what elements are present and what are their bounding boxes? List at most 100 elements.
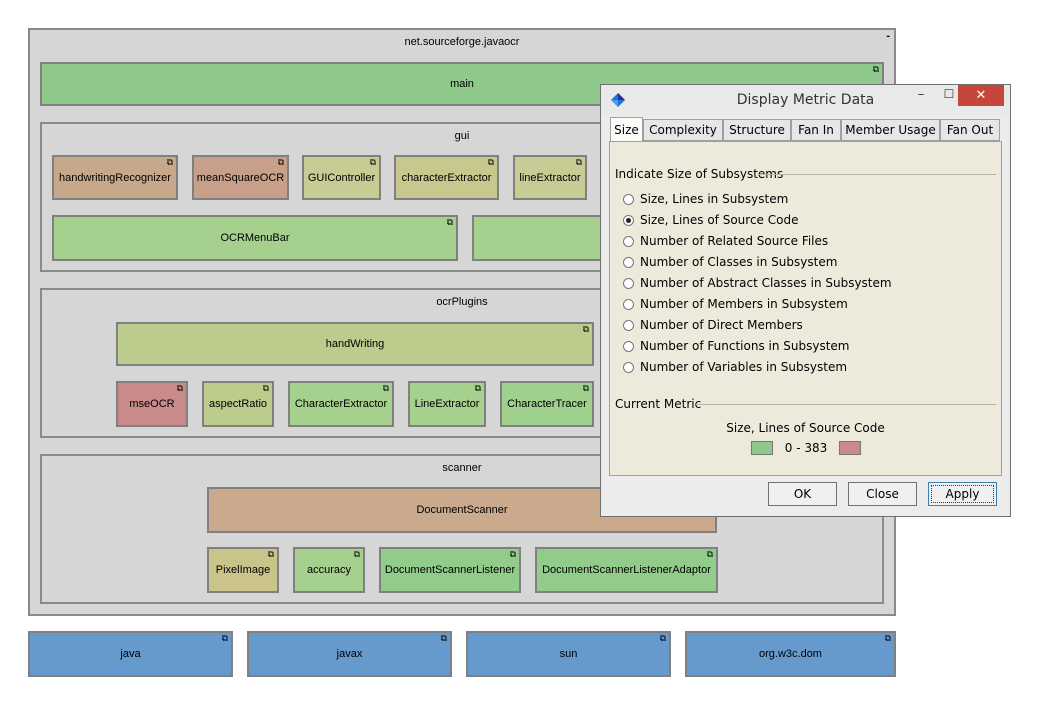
expand-icon[interactable]: ⧉ — [706, 549, 713, 559]
expand-icon[interactable]: ⧉ — [474, 383, 481, 393]
expand-icon[interactable]: ⧉ — [221, 633, 228, 643]
class-character-extractor-plugin[interactable]: CharacterExtractor ⧉ — [288, 381, 394, 427]
package-label: org.w3c.dom — [759, 648, 822, 660]
radio-circle[interactable] — [623, 361, 634, 373]
radio-circle[interactable] — [623, 340, 634, 352]
tab-label: Complexity — [649, 123, 717, 137]
class-label: meanSquareOCR — [196, 171, 285, 184]
package-sun[interactable]: sun ⧉ — [466, 631, 671, 677]
expand-icon[interactable]: ⧉ — [884, 633, 891, 643]
expand-icon[interactable]: ⧉ — [267, 549, 274, 559]
tab-complexity[interactable]: Complexity — [643, 119, 723, 141]
current-metric-label: Current Metric — [615, 397, 702, 411]
class-label: DocumentScannerListenerAdaptor — [542, 564, 711, 576]
maximize-button[interactable]: ☐ — [943, 87, 955, 101]
expand-icon[interactable]: ⧉ — [487, 157, 494, 167]
button-label: Close — [866, 487, 899, 501]
tab-member-usage[interactable]: Member Usage — [841, 119, 940, 141]
expand-icon[interactable]: ⧉ — [166, 157, 173, 167]
class-label: CharacterTracer — [507, 398, 587, 410]
tab-structure[interactable]: Structure — [723, 119, 791, 141]
expand-icon[interactable]: ⧉ — [872, 64, 879, 74]
expand-icon[interactable]: ⧉ — [382, 383, 389, 393]
radio-circle[interactable] — [623, 214, 634, 226]
class-line-extractor-plugin[interactable]: LineExtractor ⧉ — [408, 381, 486, 427]
class-aspect-ratio[interactable]: aspectRatio ⧉ — [202, 381, 274, 427]
class-label: CharacterExtractor — [294, 398, 388, 410]
radio-label: Number of Related Source Files — [640, 234, 829, 248]
package-javax[interactable]: javax ⧉ — [247, 631, 452, 677]
class-gui-controller[interactable]: GUIController ⧉ — [302, 155, 381, 200]
class-accuracy[interactable]: accuracy ⧉ — [293, 547, 365, 593]
class-ocr-menu-bar[interactable]: OCRMenuBar ⧉ — [52, 215, 458, 261]
gui-title: gui — [454, 130, 470, 142]
expand-icon[interactable]: ⧉ — [582, 324, 589, 334]
expand-icon[interactable]: ⧉ — [446, 217, 453, 227]
radio-circle[interactable] — [623, 277, 634, 289]
button-label: Apply — [945, 487, 980, 501]
class-label: characterExtractor — [401, 171, 492, 184]
radio-circle[interactable] — [623, 193, 634, 205]
class-pixel-image[interactable]: PixelImage ⧉ — [207, 547, 279, 593]
radio-circle[interactable] — [623, 235, 634, 247]
radio-classes-in-subsystem[interactable]: Number of Classes in Subsystem — [623, 254, 837, 270]
class-mse-ocr[interactable]: mseOCR ⧉ — [116, 381, 188, 427]
expand-icon[interactable]: ⧉ — [440, 633, 447, 643]
expand-icon[interactable]: ⧉ — [277, 157, 284, 167]
main-package-label: main — [450, 78, 474, 90]
java-app-icon — [611, 93, 625, 107]
expand-icon[interactable]: ⧉ — [582, 383, 589, 393]
package-label: sun — [559, 648, 578, 660]
apply-button[interactable]: Apply — [928, 482, 997, 506]
class-character-extractor[interactable]: characterExtractor ⧉ — [394, 155, 499, 200]
package-label: java — [120, 648, 141, 660]
class-character-tracer[interactable]: CharacterTracer ⧉ — [500, 381, 594, 427]
expand-icon[interactable]: ⧉ — [509, 549, 516, 559]
close-window-button[interactable]: ✕ — [958, 85, 1004, 106]
radio-variables-in-subsystem[interactable]: Number of Variables in Subsystem — [623, 359, 847, 375]
class-handwriting[interactable]: handWriting ⧉ — [116, 322, 594, 366]
expand-icon[interactable]: ⧉ — [659, 633, 666, 643]
class-mean-square-ocr[interactable]: meanSquareOCR ⧉ — [192, 155, 289, 200]
tab-fan-in[interactable]: Fan In — [791, 119, 841, 141]
expand-icon[interactable]: ⧉ — [176, 383, 183, 393]
close-button[interactable]: Close — [848, 482, 917, 506]
radio-members-in-subsystem[interactable]: Number of Members in Subsystem — [623, 296, 848, 312]
minimize-button[interactable]: – — [917, 87, 925, 102]
class-label: mseOCR — [129, 398, 175, 410]
radio-circle[interactable] — [623, 256, 634, 268]
class-label: DocumentScanner — [416, 504, 508, 516]
expand-icon[interactable]: ⧉ — [262, 383, 269, 393]
tab-fan-out[interactable]: Fan Out — [940, 119, 1000, 141]
tab-label: Fan Out — [946, 123, 994, 137]
class-hidden-gui-item[interactable] — [472, 215, 612, 261]
expand-icon[interactable]: ⧉ — [369, 157, 376, 167]
radio-circle[interactable] — [623, 298, 634, 310]
radio-label: Number of Members in Subsystem — [640, 297, 848, 311]
radio-circle[interactable] — [623, 319, 634, 331]
tab-size[interactable]: Size — [610, 117, 643, 141]
radio-abstract-classes[interactable]: Number of Abstract Classes in Subsystem — [623, 275, 892, 291]
expand-icon[interactable]: ⧉ — [575, 157, 582, 167]
class-label: aspectRatio — [208, 398, 268, 410]
class-document-scanner-listener[interactable]: DocumentScannerListener ⧉ — [379, 547, 521, 593]
dialog-title-bar[interactable]: Display Metric Data – ☐ ✕ — [601, 85, 1010, 115]
class-label: accuracy — [306, 564, 352, 576]
class-handwriting-recognizer[interactable]: handwritingRecognizer ⧉ — [52, 155, 178, 200]
class-document-scanner-listener-adaptor[interactable]: DocumentScannerListenerAdaptor ⧉ — [535, 547, 718, 593]
class-label: lineExtractor — [519, 171, 581, 184]
legend-high-swatch — [839, 441, 861, 455]
current-metric-name: Size, Lines of Source Code — [726, 421, 885, 435]
radio-size-lines-in-subsystem[interactable]: Size, Lines in Subsystem — [623, 191, 788, 207]
radio-functions-in-subsystem[interactable]: Number of Functions in Subsystem — [623, 338, 849, 354]
minimize-icon[interactable]: - — [886, 30, 890, 42]
radio-label: Number of Functions in Subsystem — [640, 339, 850, 353]
class-line-extractor[interactable]: lineExtractor ⧉ — [513, 155, 587, 200]
radio-related-source-files[interactable]: Number of Related Source Files — [623, 233, 828, 249]
package-org-w3c-dom[interactable]: org.w3c.dom ⧉ — [685, 631, 896, 677]
package-java[interactable]: java ⧉ — [28, 631, 233, 677]
ok-button[interactable]: OK — [768, 482, 837, 506]
expand-icon[interactable]: ⧉ — [353, 549, 360, 559]
radio-direct-members[interactable]: Number of Direct Members — [623, 317, 803, 333]
radio-size-lines-of-source-code[interactable]: Size, Lines of Source Code — [623, 212, 798, 228]
